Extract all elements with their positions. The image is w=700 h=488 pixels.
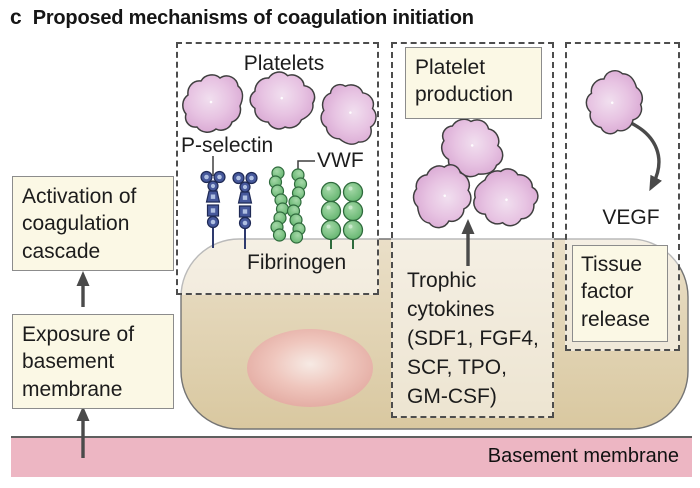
platelet-icon [313, 77, 384, 150]
figure-title: c Proposed mechanisms of coagulation ini… [10, 6, 474, 30]
basement-membrane-bar: Basement membrane [11, 436, 692, 477]
vwf-chain-icon [268, 166, 290, 242]
cell-nucleus [247, 329, 373, 407]
label-pointer-lines [212, 156, 315, 176]
vwf-chain-icon [286, 168, 308, 244]
platelets-label: Platelets [243, 52, 325, 75]
exposure-basement-box: Exposure of basement membrane [12, 314, 174, 409]
p-selectin-molecule-icon [200, 170, 226, 249]
vegf-label: VEGF [602, 206, 660, 229]
basement-membrane-label: Basement membrane [487, 445, 679, 467]
platelet-icon [182, 74, 244, 133]
panel-letter: c [10, 6, 22, 29]
vwf-label: VWF [317, 149, 364, 172]
figure-title-text: Proposed mechanisms of coagulation initi… [32, 7, 474, 29]
platelet-production-box: Platelet production [405, 47, 542, 119]
p-selectin-label: P-selectin [181, 134, 274, 157]
p-selectin-molecule-icon [232, 171, 258, 250]
tissue-factor-release-box: Tissue factor release [572, 245, 668, 342]
trophic-cytokines-label: Trophic cytokines (SDF1, FGF4, SCF, TPO,… [407, 269, 539, 408]
fibrinogen-chain-icon [342, 181, 364, 250]
fibrinogen-label: Fibrinogen [247, 251, 347, 274]
fibrinogen-chain-icon [320, 181, 342, 250]
vegf-curved-arrow-icon [630, 121, 662, 192]
activation-cascade-box: Activation of coagulation cascade [12, 176, 174, 271]
